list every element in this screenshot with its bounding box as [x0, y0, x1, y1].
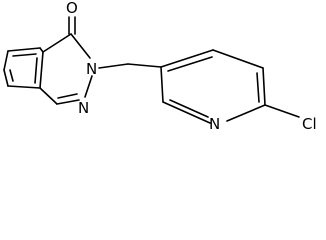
bond-n2-ch2: [98, 63, 129, 69]
benzene-ring: [3, 47, 44, 89]
bond-n1p-c2p: [162, 101, 211, 124]
chlorine-label: Cl: [302, 115, 317, 133]
pyridazinone-ring: [39, 16, 93, 105]
bond-c4a-c5: [7, 85, 41, 89]
bond-c5p-c6p-inner: [256, 72, 260, 103]
bond-n3-c4-inner: [57, 93, 78, 99]
nitrogen-n2-label: N: [86, 60, 97, 78]
oxygen-label: O: [66, 0, 78, 17]
methylene-linker: [98, 63, 162, 69]
bond-c8a-c4a-inner: [34, 57, 38, 84]
bond-c8a-c4a: [39, 51, 44, 89]
bond-n3-c4: [56, 99, 80, 105]
bond-ch2-c3prime: [127, 63, 162, 68]
molecule-structure: O N N N Cl: [3, 0, 317, 133]
bond-c6p-cl: [264, 104, 300, 118]
bond-c3p-c4p-inner: [167, 56, 213, 72]
nitrogen-pyridine-label: N: [209, 115, 220, 133]
bond-c8a-c1: [42, 33, 72, 53]
pyridine-ring: [160, 49, 300, 124]
bond-c2p-c3p: [160, 66, 164, 103]
bond-c1-n2: [70, 33, 91, 59]
bond-c5-c6: [3, 69, 9, 87]
bond-c4-c4a: [39, 87, 58, 105]
bond-c7-c8: [7, 47, 41, 52]
bond-c6-c7: [3, 50, 9, 71]
bond-c7-c8-inner: [12, 53, 37, 57]
bond-c4p-c5p: [212, 49, 264, 69]
bond-c5p-c6p: [262, 67, 266, 106]
bond-n1p-c2p-inner: [169, 99, 209, 118]
nitrogen-n3-label: N: [78, 99, 89, 117]
bond-c3p-c4p: [160, 49, 214, 68]
bond-n2-n3: [84, 75, 93, 98]
bond-c6p-n1p: [226, 104, 266, 122]
bond-c8-c8a: [39, 47, 44, 53]
bond-c5-c6-inner: [9, 69, 14, 82]
